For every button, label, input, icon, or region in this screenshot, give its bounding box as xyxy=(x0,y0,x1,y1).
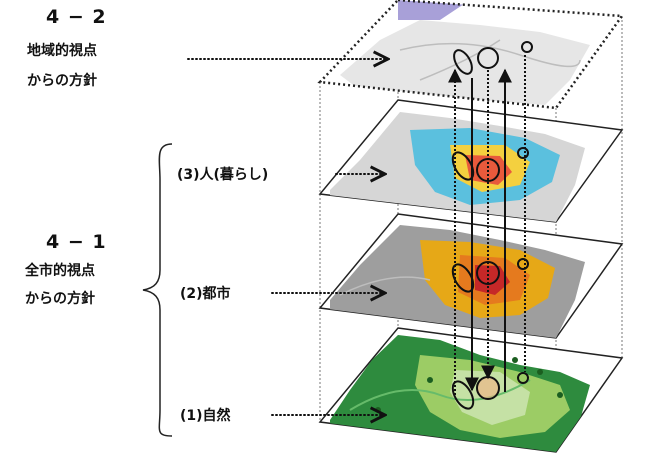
regional-policy-title-line1: 地域的視点 xyxy=(27,43,97,59)
layer-label-people: (3)人(暮らし) xyxy=(177,167,269,183)
regional-policy-title-line2: からの方針 xyxy=(27,73,97,89)
citywide-policy-title-line2: からの方針 xyxy=(25,291,95,307)
citywide-policy-number: 4 − 1 xyxy=(46,231,107,253)
layer-connector-arrows xyxy=(448,55,526,395)
citywide-policy-title-line1: 全市的視点 xyxy=(25,263,95,279)
nature-layer-map xyxy=(318,327,624,453)
regional-policy-number: 4 − 2 xyxy=(46,6,107,28)
layer-label-city: (2)都市 xyxy=(180,286,231,302)
layer-label-nature: (1)自然 xyxy=(180,408,231,424)
regional-layer-map xyxy=(317,0,625,110)
label-pointer-arrows xyxy=(187,59,388,415)
citywide-brace xyxy=(142,143,173,437)
